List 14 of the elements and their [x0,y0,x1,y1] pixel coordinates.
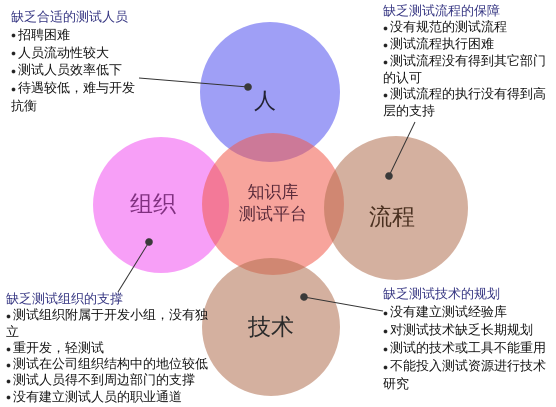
leader-line [385,122,416,180]
circle-label: 测试平台 [239,206,307,224]
leader-line [300,293,384,312]
leader-line [138,78,252,91]
circle-label: 人 [254,91,276,113]
circle-label: 流程 [369,206,415,230]
leader-line [118,238,153,292]
circle-label: 组织 [130,194,176,216]
callout-heading: 缺乏测试技术的规划 [383,286,500,304]
circle-label: 技术 [248,316,294,340]
callout-heading: 缺乏合适的测试人员 [11,9,128,27]
circle-label: 知识库 [248,184,298,202]
callout-heading: 缺乏测试流程的保障 [383,4,500,20]
callout-heading: 缺乏测试组织的支撑 [6,292,123,308]
